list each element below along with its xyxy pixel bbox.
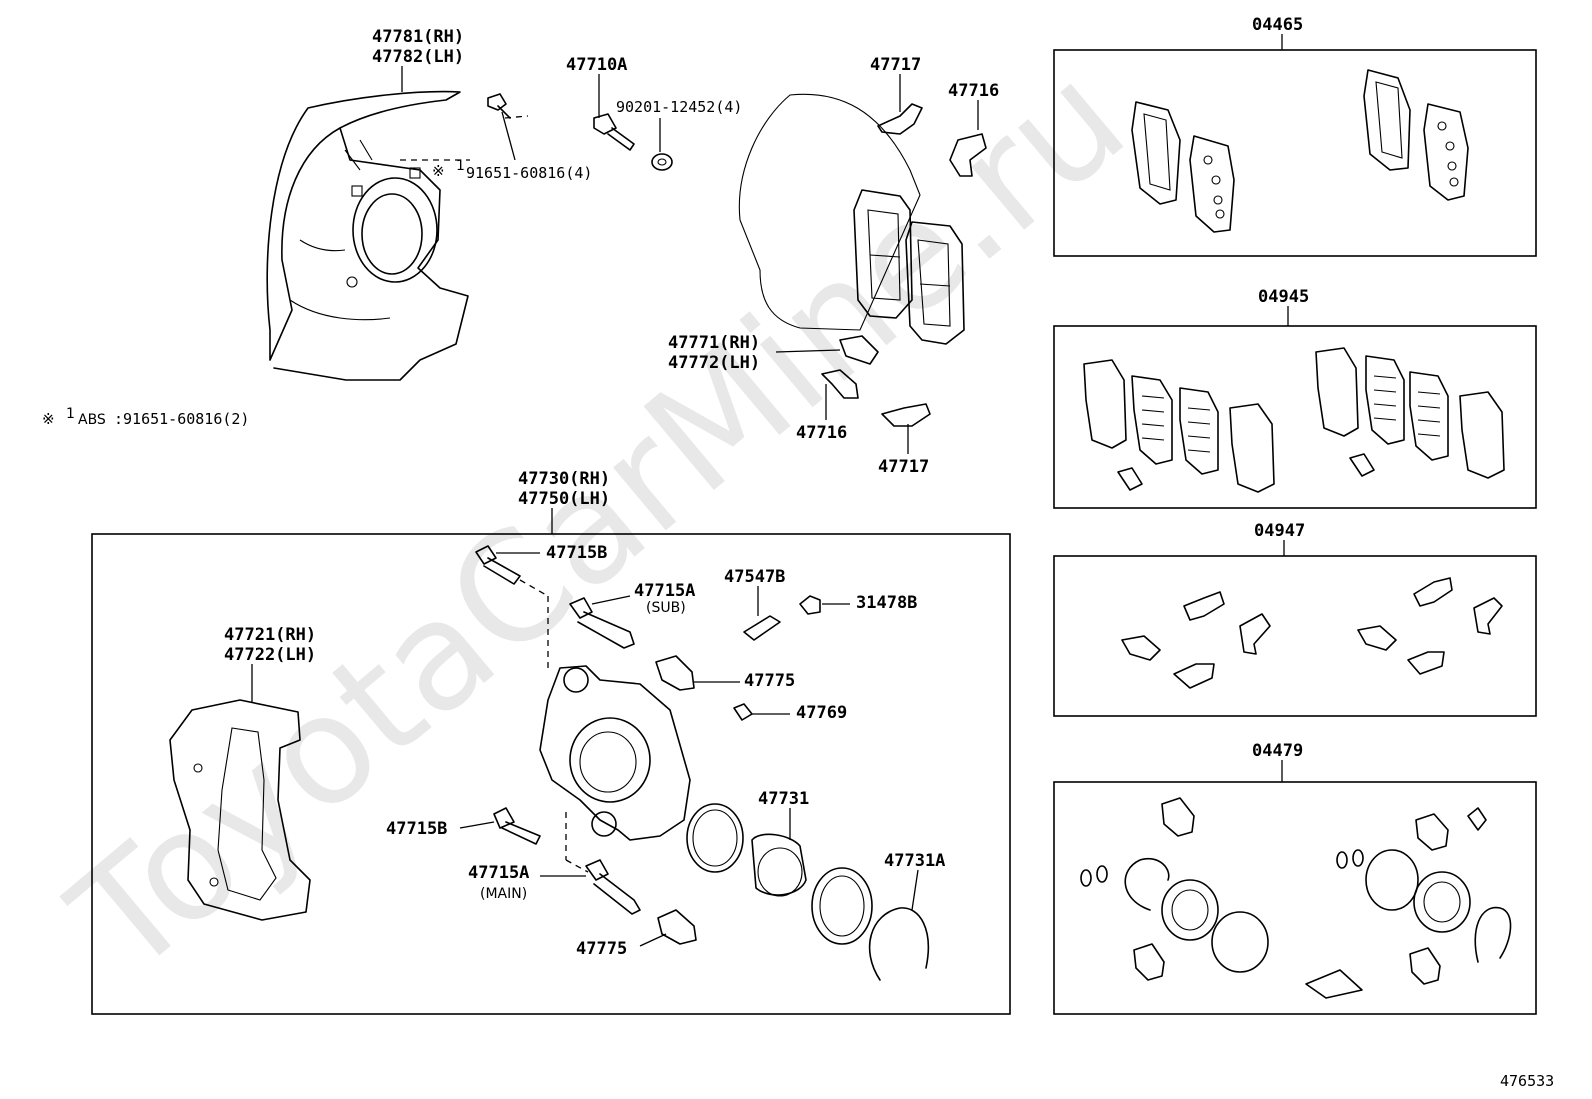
bolt-47710a-group: 47710A 90201-12452(4): [566, 55, 742, 171]
dust-shield-part[interactable]: [266, 90, 469, 381]
clip-47717-bottom-part[interactable]: [881, 403, 931, 427]
bolt-47710a-part[interactable]: [593, 113, 635, 151]
kit-04945-group: 04945: [1053, 287, 1537, 509]
kit-04947-group: 04947: [1053, 521, 1537, 717]
bolt-91651-part[interactable]: [400, 93, 529, 161]
pin-47715a-main-label[interactable]: 47715A: [468, 863, 529, 883]
mount-rh-label[interactable]: 47721(RH): [224, 625, 316, 645]
kit-04465-box: [1053, 49, 1537, 257]
kit-04479-group: 04479: [1053, 741, 1537, 1015]
boot-47775-bottom-label[interactable]: 47775: [576, 939, 627, 959]
kit-04947-clips[interactable]: [1121, 577, 1503, 689]
caliper-assembly-group: 47730(RH) 47750(LH) 47721(RH) 47722(LH) …: [91, 469, 1011, 1015]
cylinder-boot-part[interactable]: [811, 867, 873, 945]
kit-04947-box: [1053, 555, 1537, 717]
set-ring-47731a-part[interactable]: [868, 907, 930, 981]
bolt-47715b-bottom-part[interactable]: [493, 807, 541, 845]
boot-47775-top-part[interactable]: [655, 655, 695, 691]
washer-90201-label[interactable]: 90201-12452(4): [616, 98, 742, 116]
bolt-47715b-bottom-label[interactable]: 47715B: [386, 819, 447, 839]
bolt-91651-label[interactable]: 91651-60816(4): [466, 164, 592, 182]
abs-note-sub: 1: [66, 406, 75, 422]
bolt-47715b-top-part[interactable]: [475, 545, 521, 585]
pin-sub-note: (SUB): [646, 600, 686, 616]
kit-04945-shims-pads[interactable]: [1083, 347, 1505, 493]
kit-04945-box: [1053, 325, 1537, 509]
piston-seal-part[interactable]: [686, 803, 744, 873]
brake-pad-outer[interactable]: [905, 221, 965, 345]
watermark: ToyotaCarMine.ru: [41, 32, 1157, 1008]
ring-47731a-label[interactable]: 47731A: [884, 851, 945, 871]
clip-47716-top-part[interactable]: [949, 133, 987, 177]
abs-note-label: ABS: [78, 412, 106, 428]
clip-47716-bottom-label[interactable]: 47716: [796, 423, 847, 443]
pin-main-note: (MAIN): [480, 886, 527, 902]
bolt-47715b-top-label[interactable]: 47715B: [546, 543, 607, 563]
cap-31478b-part[interactable]: [799, 595, 821, 615]
cap-47769-label[interactable]: 47769: [796, 703, 847, 723]
cap-31478b-label[interactable]: 31478B: [856, 593, 917, 613]
kit-04465-pads[interactable]: [1131, 69, 1469, 233]
kit-04465-group: 04465: [1053, 15, 1537, 257]
boot-47775-top-label[interactable]: 47775: [744, 671, 795, 691]
mounting-bracket-part[interactable]: [169, 699, 311, 921]
seal-47731-label[interactable]: 47731: [758, 789, 809, 809]
caliper-lh-label[interactable]: 47750(LH): [518, 489, 610, 509]
pin-47715a-sub-label[interactable]: 47715A: [634, 581, 695, 601]
clip-47716-top-label[interactable]: 47716: [948, 81, 999, 101]
boot-47775-bottom-part[interactable]: [657, 909, 697, 945]
bolt-47710a-label[interactable]: 47710A: [566, 55, 627, 75]
shield-note-mark: ※: [432, 162, 445, 180]
shim-47771-part[interactable]: [839, 335, 879, 365]
pin-47715a-sub-part[interactable]: [569, 597, 635, 649]
bleeder-47547b-label[interactable]: 47547B: [724, 567, 785, 587]
clip-47716-bottom-part[interactable]: [821, 369, 859, 399]
piston-part[interactable]: [751, 833, 807, 897]
dust-shield-group: 47781(RH) 47782(LH) ※ 1 91651-60816(4) ※: [42, 27, 592, 428]
abs-note-mark: ※: [42, 410, 55, 428]
kit-04479-label[interactable]: 04479: [1252, 741, 1303, 761]
kit-04945-label[interactable]: 04945: [1258, 287, 1309, 307]
caliper-body-part[interactable]: [539, 665, 691, 841]
clip-47717-top-part[interactable]: [877, 103, 923, 135]
kit-04479-seals-boots[interactable]: [1080, 797, 1512, 999]
kit-04479-box: [1053, 781, 1537, 1015]
shim-47772-label[interactable]: 47772(LH): [668, 353, 760, 373]
pads-group: 47717 47716 47771(RH) 47772(LH) 47716 47…: [668, 55, 999, 477]
caliper-assembly-box: [91, 533, 1011, 1015]
caliper-rh-label[interactable]: 47730(RH): [518, 469, 610, 489]
shield-lh-label[interactable]: 47782(LH): [372, 47, 464, 67]
clip-47717-bottom-label[interactable]: 47717: [878, 457, 929, 477]
shield-note-sub: 1: [456, 158, 465, 174]
cap-47769-part[interactable]: [733, 703, 753, 721]
clip-47717-top-label[interactable]: 47717: [870, 55, 921, 75]
brake-pad-inner[interactable]: [853, 189, 913, 319]
figure-number: 476533: [1500, 1072, 1554, 1090]
washer-90201-part[interactable]: [651, 153, 673, 171]
shield-rh-label[interactable]: 47781(RH): [372, 27, 464, 47]
pin-47715a-main-part[interactable]: [585, 859, 641, 915]
mount-lh-label[interactable]: 47722(LH): [224, 645, 316, 665]
abs-note-part[interactable]: :91651-60816(2): [114, 410, 249, 428]
bleeder-47547b-part[interactable]: [743, 615, 781, 641]
kit-04465-label[interactable]: 04465: [1252, 15, 1303, 35]
shim-47771-label[interactable]: 47771(RH): [668, 333, 760, 353]
kit-04947-label[interactable]: 04947: [1254, 521, 1305, 541]
